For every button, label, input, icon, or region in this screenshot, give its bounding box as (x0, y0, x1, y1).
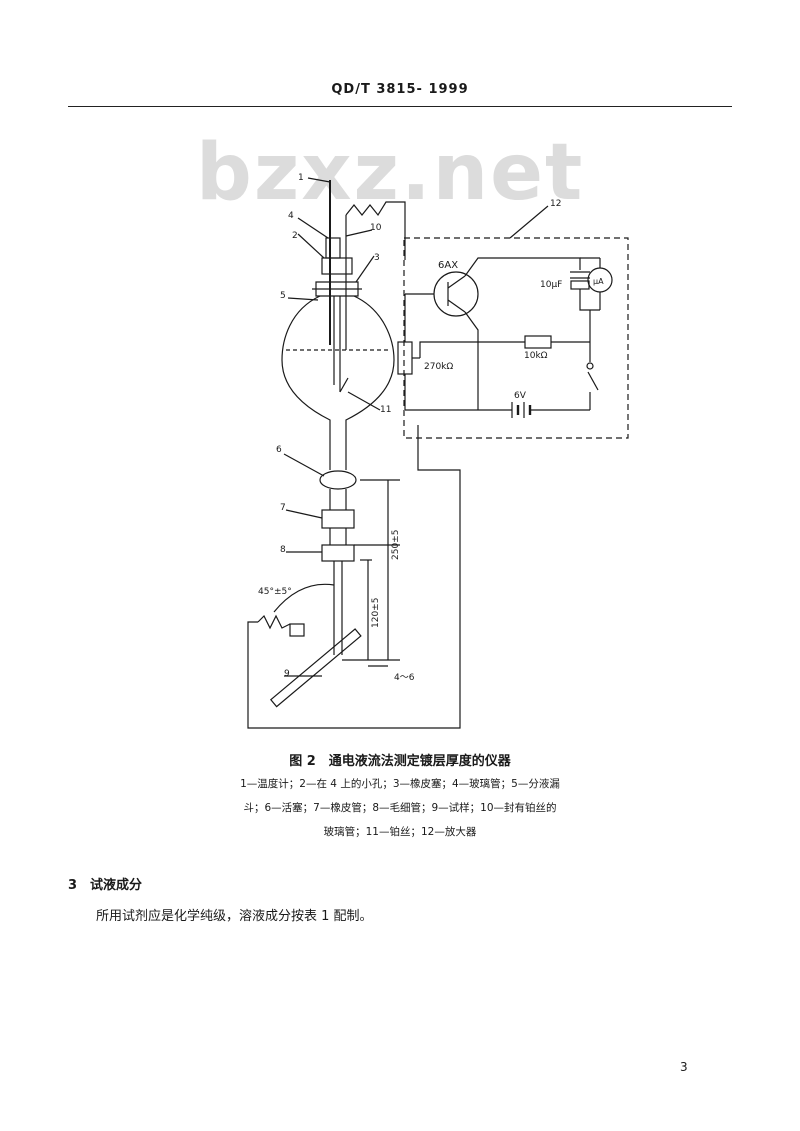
label-2: 2 (292, 231, 298, 241)
transistor-label: 6AX (438, 260, 458, 271)
label-1: 1 (298, 173, 304, 183)
resistor-270k-label: 270kΩ (424, 362, 453, 372)
section-body-text: 所用试剂应是化学纯级，溶液成分按表 1 配制。 (96, 909, 373, 924)
dimension-250-label: 250±5 (391, 530, 401, 560)
label-5: 5 (280, 291, 286, 301)
figure-legend-line-3: 玻璃管；11—铂丝；12—放大器 (323, 826, 477, 838)
microammeter-label: μA (593, 277, 604, 286)
label-9: 9 (284, 669, 290, 679)
page-number: 3 (680, 1060, 688, 1074)
standard-code-header: QD/T 3815- 1999 (331, 82, 469, 97)
section-heading: 3 试液成分 (68, 878, 143, 893)
label-11: 11 (380, 405, 391, 415)
figure-legend-line-2: 斗；6—活塞；7—橡皮管；8—毛细管；9—试样；10—封有铂丝的 (243, 802, 557, 814)
watermark: bzxz.net (196, 128, 585, 218)
figure-caption-title: 图 2 通电液流法测定镀层厚度的仪器 (289, 754, 511, 769)
battery-label: 6V (514, 391, 527, 401)
dimension-120-label: 120±5 (371, 598, 381, 628)
resistor-10k-label: 10kΩ (524, 351, 548, 361)
capacitor-label: 10μF (540, 280, 562, 290)
label-8: 8 (280, 545, 286, 555)
label-7: 7 (280, 503, 286, 513)
label-10: 10 (370, 223, 382, 233)
label-4: 4 (288, 211, 294, 221)
dimension-4-6-label: 4～6 (394, 673, 415, 683)
apparatus-figure: 1 4 2 10 3 5 11 6 7 8 9 12 6AX 10μF μA 1… (247, 173, 629, 729)
label-3: 3 (374, 253, 380, 263)
angle-label: 45°±5° (258, 587, 292, 597)
figure-legend-line-1: 1—温度计；2—在 4 上的小孔；3—橡皮塞；4—玻璃管；5—分液漏 (240, 778, 560, 790)
label-6: 6 (276, 445, 282, 455)
label-12: 12 (550, 199, 561, 209)
header-rule (68, 106, 732, 107)
